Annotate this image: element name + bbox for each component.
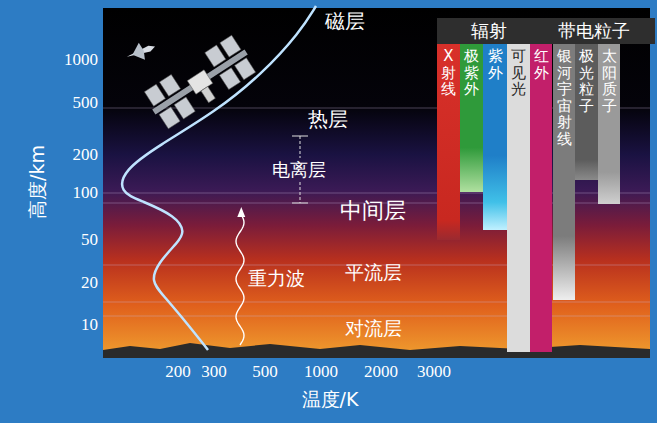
- layer-name: 平流层: [345, 262, 402, 284]
- tick-label: 50: [81, 230, 98, 250]
- layer-name: 中间层: [340, 198, 406, 223]
- header-box: 辐射: [437, 18, 540, 44]
- tick-label: 200: [73, 145, 99, 165]
- sky-background: [103, 8, 650, 358]
- tick-label: 3000: [417, 362, 451, 382]
- spectrum-bar: 可见光: [507, 44, 530, 352]
- spectrum-bar: 太阳质子: [598, 44, 620, 204]
- space-station: [142, 34, 258, 131]
- space-shuttle: [124, 38, 158, 65]
- layer-name: 热层: [308, 108, 348, 131]
- band-label: 可见光: [511, 48, 526, 98]
- band-label: 太阳质子: [602, 48, 617, 114]
- tick-label: 500: [252, 362, 278, 382]
- spectrum-bar: 紫外: [483, 44, 507, 230]
- layer-name: 磁层: [325, 10, 365, 33]
- mountains: [103, 343, 650, 358]
- band-label: 极光粒子: [579, 48, 594, 114]
- tick-label: 300: [201, 362, 227, 382]
- layer-name: 对流层: [345, 318, 402, 340]
- tick-label: 500: [73, 93, 99, 113]
- header-text: 辐射: [437, 20, 540, 42]
- header-box: 带电粒子: [532, 18, 655, 44]
- band-label: X射线: [441, 48, 456, 98]
- tick-label: 2000: [364, 362, 398, 382]
- band-label: 紫外: [488, 48, 503, 81]
- spectrum-bar: 极紫外: [460, 44, 483, 192]
- tick-label: 200: [165, 362, 191, 382]
- spectrum-bar: 极光粒子: [575, 44, 598, 180]
- header-text: 带电粒子: [532, 20, 655, 42]
- wave-label: 重力波: [248, 268, 305, 290]
- tick-label: 20: [81, 273, 98, 293]
- layer-name: 电离层: [272, 160, 326, 181]
- axis-title: 温度/K: [302, 389, 359, 411]
- wave-line: [236, 215, 244, 345]
- wave-arrowhead: [237, 207, 245, 217]
- tick-label: 1000: [64, 50, 98, 70]
- spectrum-bar: X射线: [437, 44, 460, 240]
- axis-title: 高度/km: [27, 145, 49, 219]
- band-label: 红外: [534, 48, 549, 81]
- tick-label: 1000: [304, 362, 338, 382]
- band-label: 极紫外: [464, 48, 479, 98]
- band-label: 银河宇宙射线: [557, 48, 572, 147]
- gravity-wave: [236, 207, 245, 345]
- tick-label: 100: [73, 183, 99, 203]
- spectrum-bar: 银河宇宙射线: [553, 44, 575, 300]
- tick-label: 10: [81, 315, 98, 335]
- spectrum-bar: 红外: [530, 44, 552, 352]
